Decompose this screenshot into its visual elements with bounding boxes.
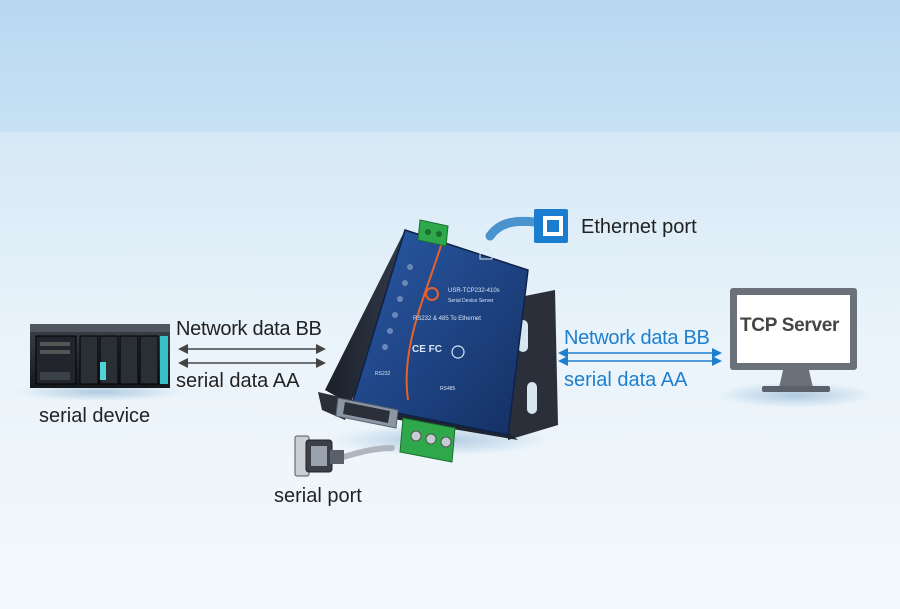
db9-connector <box>335 397 399 429</box>
device-port-label: RS232 <box>375 371 391 377</box>
ethernet-cable <box>485 216 540 241</box>
header-band <box>0 0 900 132</box>
plc-device-icon <box>15 324 185 401</box>
tcp-server-label: TCP Server <box>740 315 840 336</box>
left-arrows <box>178 344 326 368</box>
network-data-right-label: Network data BB <box>564 327 710 349</box>
power-terminal-block <box>417 219 449 247</box>
serial-data-left-label: serial data AA <box>176 370 300 392</box>
right-arrows <box>558 348 722 366</box>
monitor-icon <box>717 288 873 408</box>
serial-port-label: serial port <box>274 485 362 507</box>
ethernet-port-icon <box>534 209 568 243</box>
network-data-left-label: Network data BB <box>176 318 322 340</box>
serial-device-label: serial device <box>39 405 151 427</box>
device-subtitle: Serial Device Server <box>448 298 494 304</box>
ethernet-port-label: Ethernet port <box>581 216 697 238</box>
device-model: USR-TCP232-410s <box>448 288 500 294</box>
serial-data-right-label: serial data AA <box>564 369 688 391</box>
device-terminal-label: RS485 <box>440 386 456 392</box>
serial-device-server: USR-TCP232-410s Serial Device Server RS2… <box>318 219 558 463</box>
ce-fc-marks: CE FC <box>412 344 442 355</box>
device-description: RS232 & 485 To Ethernet <box>413 316 481 322</box>
rs485-terminal-block <box>399 417 456 463</box>
serial-port-connector-icon <box>294 435 395 477</box>
